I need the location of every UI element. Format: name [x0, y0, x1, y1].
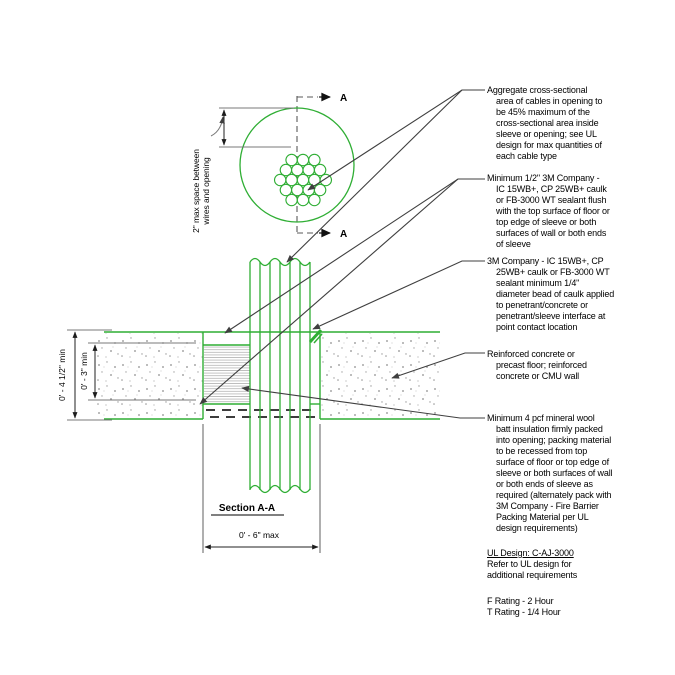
leader-bottom-sealant: [199, 178, 459, 405]
section-view: 0' - 4 1/2" min 0' - 3" min 0' - 6" max …: [57, 257, 440, 553]
section-title: Section A-A: [219, 503, 275, 514]
callout-mineral-wool: Minimum 4 pcf mineral wool batt insulati…: [487, 413, 613, 533]
ul-refer-note: Refer to UL design for additional requir…: [487, 559, 578, 580]
leader-aggregate-plan: [307, 89, 485, 191]
surface-lines: [104, 331, 440, 420]
leader-mineral-wool: [241, 385, 485, 419]
leader-concrete: [391, 352, 485, 379]
t-rating-note: T Rating - 1/4 Hour: [487, 607, 561, 617]
f-rating-note: F Rating - 2 Hour: [487, 596, 554, 606]
hidden-bottom-lines: [206, 409, 318, 418]
leader-caulk-bead: [312, 260, 485, 330]
width-dim-label: 0' - 6" max: [239, 530, 280, 540]
callout-top-sealant: Minimum 1/2" 3M Company - IC 15WB+, CP 2…: [487, 173, 610, 249]
packing-dim-label: 0' - 3" min: [79, 352, 89, 390]
cut-label-bottom: A: [340, 229, 347, 240]
callout-concrete: Reinforced concrete or precast floor; re…: [487, 349, 587, 381]
caulk-bead: [308, 328, 323, 344]
width-dimension: 0' - 6" max: [202, 424, 321, 553]
section-cut-line: [296, 96, 318, 235]
callout-leaders: [199, 89, 485, 419]
thickness-dimension: 0' - 4 1/2" min: [57, 329, 112, 421]
plan-space-note: 2" max space between wires and opening: [191, 149, 211, 233]
opening-circle: [239, 107, 355, 223]
concrete-slab-right: [320, 333, 440, 419]
thickness-dim-label: 0' - 4 1/2" min: [57, 349, 67, 401]
concrete-slab-left: [97, 333, 203, 419]
callout-aggregate-cables: Aggregate cross-sectional area of cables…: [487, 85, 603, 161]
callout-caulk-bead: 3M Company - IC 15WB+, CP 25WB+ caulk or…: [487, 256, 615, 332]
ul-design-note: UL Design: C-AJ-3000: [487, 548, 574, 558]
packing-dimension: 0' - 3" min: [79, 342, 196, 401]
leader-aggregate-section: [286, 89, 463, 263]
cut-label-top: A: [340, 93, 347, 104]
cable-bundle-section: [249, 257, 311, 494]
space-dimension: [210, 107, 294, 148]
